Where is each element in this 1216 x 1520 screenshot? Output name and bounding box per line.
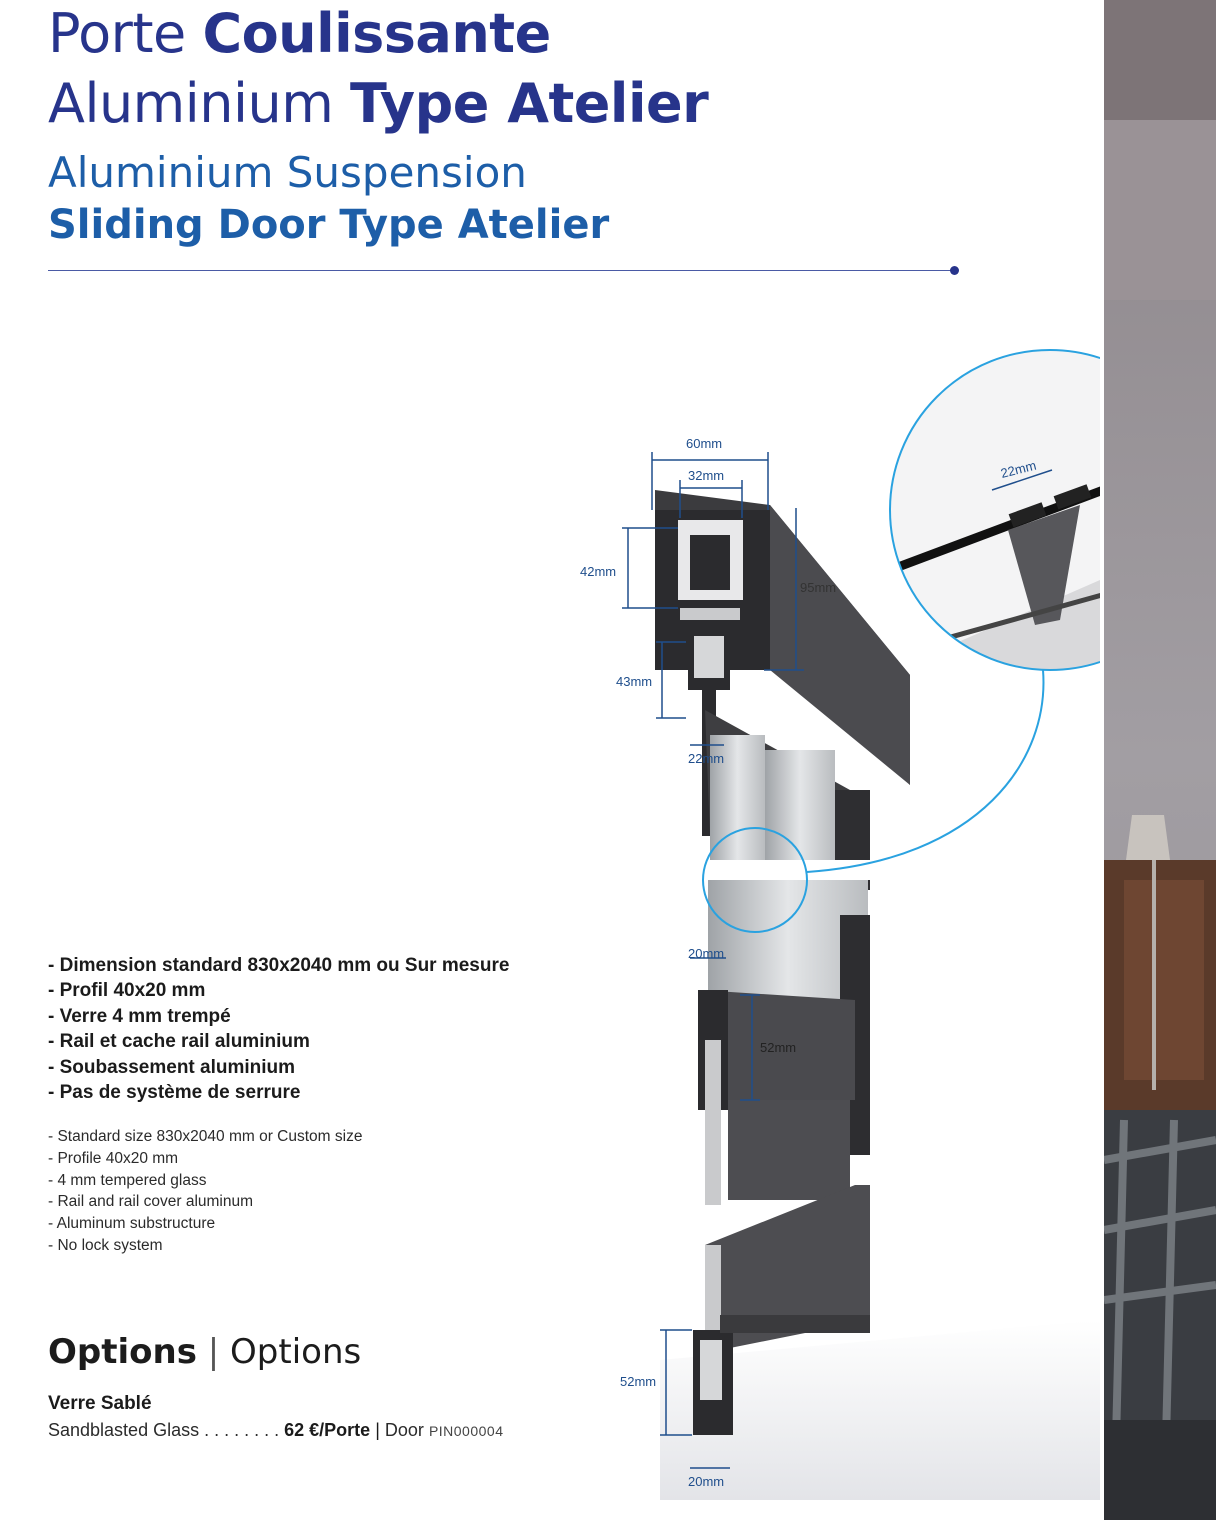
feature-en-item: - Aluminum substructure: [48, 1215, 216, 1233]
feature-fr-item: - Profil 40x20 mm: [48, 980, 206, 1002]
option-price-separator: |: [375, 1420, 380, 1440]
title-type-atelier: Type Atelier: [350, 72, 709, 135]
dim-42: 42mm: [580, 564, 616, 579]
option-unit-en: Door: [384, 1420, 424, 1440]
feature-en-item: - Profile 40x20 mm: [48, 1149, 179, 1167]
title-porte: Porte: [48, 2, 186, 65]
header-divider: [48, 270, 954, 271]
feature-fr-item: - Soubassement aluminium: [48, 1056, 296, 1078]
title-line-2: Aluminium Type Atelier: [48, 72, 709, 135]
dim-22-a: 22mm: [688, 751, 724, 766]
middle-panel: [698, 880, 870, 1205]
dim-20-a: 20mm: [688, 946, 724, 961]
feature-fr-item: - Dimension standard 830x2040 mm ou Sur …: [48, 955, 510, 976]
features-en-list: - Standard size 830x2040 mm or Custom si…: [48, 1126, 362, 1257]
floor-shadow: [660, 1320, 1100, 1500]
interior-photo: [1104, 0, 1216, 1520]
option-item-name-en: Sandblasted Glass: [48, 1420, 200, 1440]
title-aluminium: Aluminium: [48, 72, 334, 135]
feature-fr-item: - Verre 4 mm trempé: [48, 1005, 231, 1027]
options-heading: Options | Options: [48, 1332, 361, 1372]
dim-32: 32mm: [688, 468, 724, 483]
door-profile-diagram: 60mm 32mm 42mm 95mm 43mm 22mm 22mm 11mm …: [580, 349, 1100, 1500]
option-code: PIN000004: [428, 1423, 504, 1439]
dimension-lines: [622, 452, 1100, 1469]
options-separator: |: [207, 1332, 220, 1372]
option-item-line: Sandblasted Glass . . . . . . . . 62 €/P…: [48, 1420, 504, 1441]
title-line-1: Porte Coulissante: [48, 2, 551, 65]
feature-en-item: - 4 mm tempered glass: [48, 1171, 207, 1189]
features-fr-list: - Dimension standard 830x2040 mm ou Sur …: [48, 953, 509, 1105]
dim-60: 60mm: [686, 436, 722, 451]
feature-fr-item: - Rail et cache rail aluminium: [48, 1031, 310, 1053]
upper-panel: [705, 710, 870, 890]
lower-panel: [693, 1185, 870, 1435]
subtitle-en-2: Sliding Door Type Atelier: [48, 202, 610, 248]
feature-en-item: - Rail and rail cover aluminum: [48, 1193, 254, 1211]
option-dots: . . . . . . . .: [204, 1420, 280, 1440]
subtitle-en-1: Aluminium Suspension: [48, 148, 527, 197]
option-item-name: Verre Sablé: [48, 1393, 152, 1414]
dim-52-a: 52mm: [760, 1040, 796, 1055]
options-title-fr: Options: [48, 1332, 197, 1372]
option-price: 62 €/Porte: [284, 1420, 371, 1440]
options-title-en: Options: [230, 1332, 362, 1372]
header-divider-dot: [950, 266, 959, 275]
dim-43: 43mm: [616, 674, 652, 689]
dim-52-b: 52mm: [620, 1374, 656, 1389]
feature-en-item: - Standard size 830x2040 mm or Custom si…: [48, 1128, 363, 1145]
dim-20-b: 20mm: [688, 1474, 724, 1489]
feature-fr-item: - Pas de système de serrure: [48, 1082, 301, 1104]
top-rail: [655, 490, 910, 785]
dim-95: 95mm: [800, 580, 836, 595]
feature-en-item: - No lock system: [48, 1236, 163, 1254]
title-coulissante: Coulissante: [202, 2, 551, 65]
